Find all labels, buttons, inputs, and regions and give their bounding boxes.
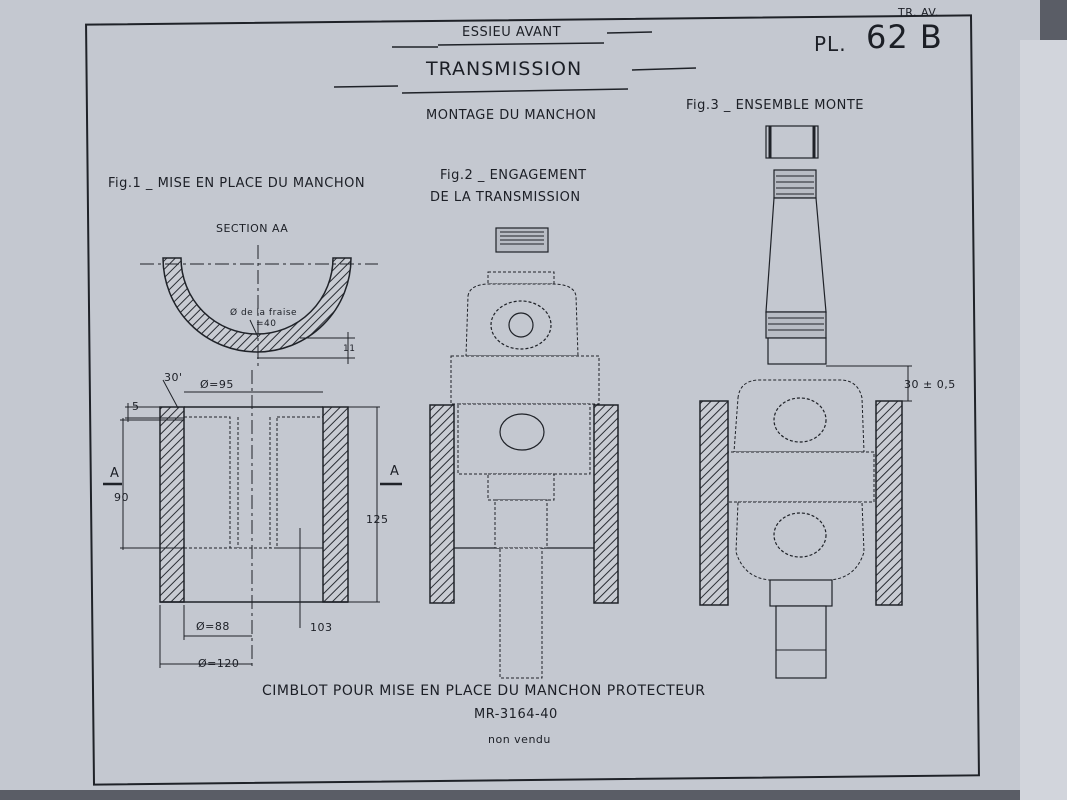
dim-88: Ø=88 [196, 620, 230, 633]
header-rules [333, 31, 697, 94]
dim-90: 90 [114, 491, 129, 504]
section-mark-left: A [110, 466, 120, 481]
fig1-section-view [140, 245, 378, 370]
fig1-dimension-lines [103, 379, 402, 668]
footer-note: non vendu [488, 733, 551, 746]
section-aa-label: SECTION AA [216, 222, 289, 235]
dim-5: 5 [132, 400, 140, 413]
header-group-label: ESSIEU AVANT [462, 25, 562, 40]
drawing-frame [85, 14, 980, 786]
dim-125: 125 [366, 513, 389, 526]
fig2-caption-line2: DE LA TRANSMISSION [430, 190, 581, 205]
section-mark-right: A [390, 464, 400, 479]
footer-caption: CIMBLOT POUR MISE EN PLACE DU MANCHON PR… [262, 683, 706, 699]
dim-fraise-label: Ø de la fraise [230, 308, 298, 318]
dim-30: 30 ± 0,5 [904, 378, 956, 391]
plate-prefix: PL. [814, 32, 847, 56]
corner-code: TR. AV. [898, 6, 939, 19]
fig2-caption-line1: Fig.2 _ ENGAGEMENT [440, 168, 587, 183]
plate-number: 62 B [866, 18, 943, 56]
dim-95: Ø=95 [200, 378, 234, 391]
header-subtitle: MONTAGE DU MANCHON [426, 108, 597, 123]
header-title: TRANSMISSION [426, 58, 583, 80]
fig1-sleeve [159, 370, 349, 668]
fig3-caption: Fig.3 _ ENSEMBLE MONTE [686, 98, 865, 113]
footer-reference: MR-3164-40 [474, 707, 558, 722]
dim-11: 11 [343, 344, 356, 354]
dim-120: Ø=120 [198, 657, 240, 670]
dim-fraise-value: =40 [256, 319, 277, 329]
fig3-assembly [699, 125, 912, 679]
paper-right-edge [1020, 40, 1067, 800]
fig1-caption: Fig.1 _ MISE EN PLACE DU MANCHON [108, 176, 366, 191]
fig2-assembly [429, 227, 619, 679]
dim-103: 103 [310, 621, 333, 634]
dim-angle: 30' [164, 371, 183, 384]
